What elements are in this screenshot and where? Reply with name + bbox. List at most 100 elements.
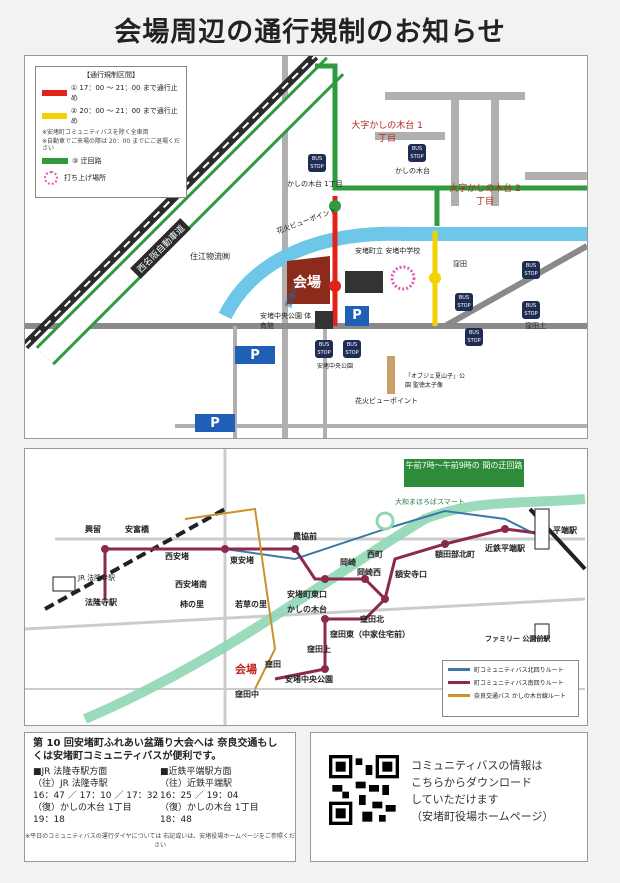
statue-icon bbox=[387, 356, 395, 394]
stop-label: 額安寺口 bbox=[395, 570, 427, 579]
nara-kotsu-route bbox=[184, 507, 277, 690]
timetable-kintetsu: ■近鉄平端駅方面 （往）近鉄平端駅 16：25 ／ 19：04 （復）かしの木台… bbox=[160, 766, 287, 826]
marker-1 bbox=[329, 280, 341, 292]
stop-dot bbox=[441, 540, 449, 548]
stop-label: 興留 bbox=[85, 525, 101, 534]
station-icon bbox=[534, 623, 550, 639]
download-line: （安堵町役場ホームページ） bbox=[411, 810, 554, 823]
viewpoint-label: 花火ビューポイント bbox=[355, 397, 418, 405]
stop-dot bbox=[291, 545, 299, 553]
legend-swatch bbox=[42, 90, 67, 96]
stop-label: 岡崎 bbox=[340, 558, 356, 567]
stop-dot bbox=[321, 665, 329, 673]
legend-note: ※安堵町コミュニティバスを除く全車両 bbox=[42, 129, 149, 136]
download-line: こちらからダウンロード bbox=[411, 776, 532, 789]
stop-label: 窪田 bbox=[453, 260, 467, 268]
stop-label: 東安堵 bbox=[230, 556, 254, 565]
map2-canvas bbox=[25, 449, 587, 725]
bus-stop-icon: BUS STOP bbox=[408, 144, 426, 162]
page-title: 会場周辺の通行規制のお知らせ bbox=[114, 17, 506, 48]
gym-building bbox=[315, 311, 333, 329]
legend-label: 町コミュニティバス南回りルート bbox=[474, 680, 564, 687]
bus-stop-icon: BUS STOP bbox=[522, 261, 540, 279]
timetable-line: 16：25 ／ 19：04 bbox=[160, 791, 239, 801]
download-info-box: ■JR 法隆寺駅方面 コミュニティバスの情報は こちらからダウンロード していた… bbox=[310, 732, 588, 862]
marker-2 bbox=[429, 272, 441, 284]
statue-label: 「オブジェ夏山子」公園 聖徳太子像 bbox=[405, 373, 466, 389]
legend-item: 町コミュニティバス北回りルート bbox=[448, 665, 573, 674]
detour-callout: 午前7時～午前9時の 間の迂回路 bbox=[404, 459, 524, 487]
stop-label: 窪田上 bbox=[525, 322, 546, 330]
legend-item: ① 17：00 ～ 21：00 まで通行止め bbox=[42, 83, 180, 103]
bus-stop-icon: BUS STOP bbox=[308, 154, 326, 172]
legend-item: 打ち上げ場所 bbox=[44, 170, 178, 185]
bus-stop-icon: BUS STOP bbox=[522, 301, 540, 319]
stop-label: 西町 bbox=[367, 550, 383, 559]
station-label: ファミリー 公園前駅 bbox=[485, 635, 551, 643]
qr-code-icon[interactable] bbox=[329, 755, 399, 825]
stop-label: かしの木台 1丁目 bbox=[287, 180, 343, 188]
stop-dot bbox=[361, 575, 369, 583]
stop-dot bbox=[321, 615, 329, 623]
legend-note: ※自動車でご来場の際は 20：00 までにご退場ください bbox=[42, 138, 180, 153]
legend-swatch bbox=[42, 113, 67, 119]
district-label: 大字かしの木台 1丁目 bbox=[351, 121, 423, 144]
traffic-regulation-map: 【通行規制区間】 ① 17：00 ～ 21：00 まで通行止め ② 20：00 … bbox=[24, 55, 588, 439]
bus-info-headline: 第 10 回安堵町ふれあい盆踊り大会へは 奈良交通もしくは安堵町コミュニティバス… bbox=[33, 738, 278, 762]
legend-item: 奈良交通バス かしの木台線ルート bbox=[448, 691, 573, 700]
park-label: 安堵中央公園 体育館 bbox=[260, 312, 312, 330]
school-label: 安堵町立 安堵中学校 bbox=[355, 247, 421, 255]
stop-label: 西安堵南 bbox=[175, 580, 207, 589]
parking-icon: P bbox=[195, 414, 235, 432]
download-line: コミュニティバスの情報は bbox=[411, 759, 543, 772]
timetable: ■JR 法隆寺駅方面 （往）JR 法隆寺駅 16：47 ／ 17：10 ／ 17… bbox=[33, 766, 287, 826]
marker-3 bbox=[329, 200, 341, 212]
legend-item: 町コミュニティバス南回りルート bbox=[448, 678, 573, 687]
venue-label: 会場 bbox=[235, 663, 257, 676]
legend-item: ② 20：00 ～ 21：00 まで通行止め bbox=[42, 106, 180, 126]
bus-stop-icon: BUS STOP bbox=[465, 328, 483, 346]
station-icon bbox=[534, 508, 550, 550]
station-label: 法隆寺駅 bbox=[85, 598, 117, 607]
legend-swatch bbox=[448, 694, 470, 697]
stop-label: 窪田中 bbox=[235, 690, 259, 699]
timetable-line: 19：18 bbox=[33, 815, 65, 825]
timetable-line: （往）近鉄平端駅 bbox=[160, 779, 233, 789]
stop-dot bbox=[321, 575, 329, 583]
road bbox=[25, 597, 586, 631]
fireworks-launch-icon bbox=[390, 265, 416, 291]
smart-ic-icon bbox=[375, 511, 395, 531]
stop-label: 西安堵 bbox=[165, 552, 189, 561]
smart-ic-label: 大和まほろばスマート bbox=[395, 498, 465, 506]
district-label: 大字かしの木台 2丁目 bbox=[449, 184, 521, 207]
fireworks-icon bbox=[44, 170, 58, 185]
download-line: していただけます bbox=[411, 793, 499, 806]
stop-label: 若草の里 bbox=[235, 600, 267, 609]
school-building bbox=[345, 271, 383, 293]
route-legend: 町コミュニティバス北回りルート 町コミュニティバス南回りルート 奈良交通バス か… bbox=[442, 660, 579, 717]
detour-route bbox=[315, 63, 440, 226]
timetable-heading: ■JR 法隆寺駅方面 bbox=[33, 767, 108, 777]
legend-label: ① 17：00 ～ 21：00 まで通行止め bbox=[70, 84, 178, 102]
stop-label: かしの木台 bbox=[395, 167, 430, 175]
parking-icon: P bbox=[235, 346, 275, 364]
stop-label: 農協前 bbox=[293, 532, 317, 541]
footnote: ※平日のコミュニティバスの運行ダイヤについては 右記或いは、安堵役場ホームページ… bbox=[25, 833, 295, 849]
stop-dot bbox=[501, 525, 509, 533]
stop-label: 安堵町東口 bbox=[287, 590, 327, 599]
stop-dot bbox=[381, 595, 389, 603]
bus-stop-icon: BUS STOP bbox=[343, 340, 361, 358]
stop-label: 安堵中央公園 bbox=[317, 363, 354, 370]
parking-icon: P bbox=[345, 306, 369, 326]
timetable-line: （復）かしの木台 1丁目 bbox=[33, 803, 132, 813]
timetable-line: 16：47 ／ 17：10 ／ 17：32 bbox=[33, 791, 159, 801]
station-label: 近鉄平端駅 bbox=[485, 544, 525, 553]
legend: 【通行規制区間】 ① 17：00 ～ 21：00 まで通行止め ② 20：00 … bbox=[35, 66, 187, 198]
stop-label: 額田部北町 bbox=[435, 550, 475, 559]
venue-label: 会場 bbox=[293, 275, 321, 291]
stop-label: 窪田 bbox=[265, 660, 281, 669]
station-label: 平端駅 bbox=[553, 526, 577, 535]
timetable-line: （往）JR 法隆寺駅 bbox=[33, 779, 108, 789]
download-text: ■JR 法隆寺駅方面 コミュニティバスの情報は こちらからダウンロード していた… bbox=[411, 757, 553, 825]
expressway bbox=[83, 494, 586, 724]
